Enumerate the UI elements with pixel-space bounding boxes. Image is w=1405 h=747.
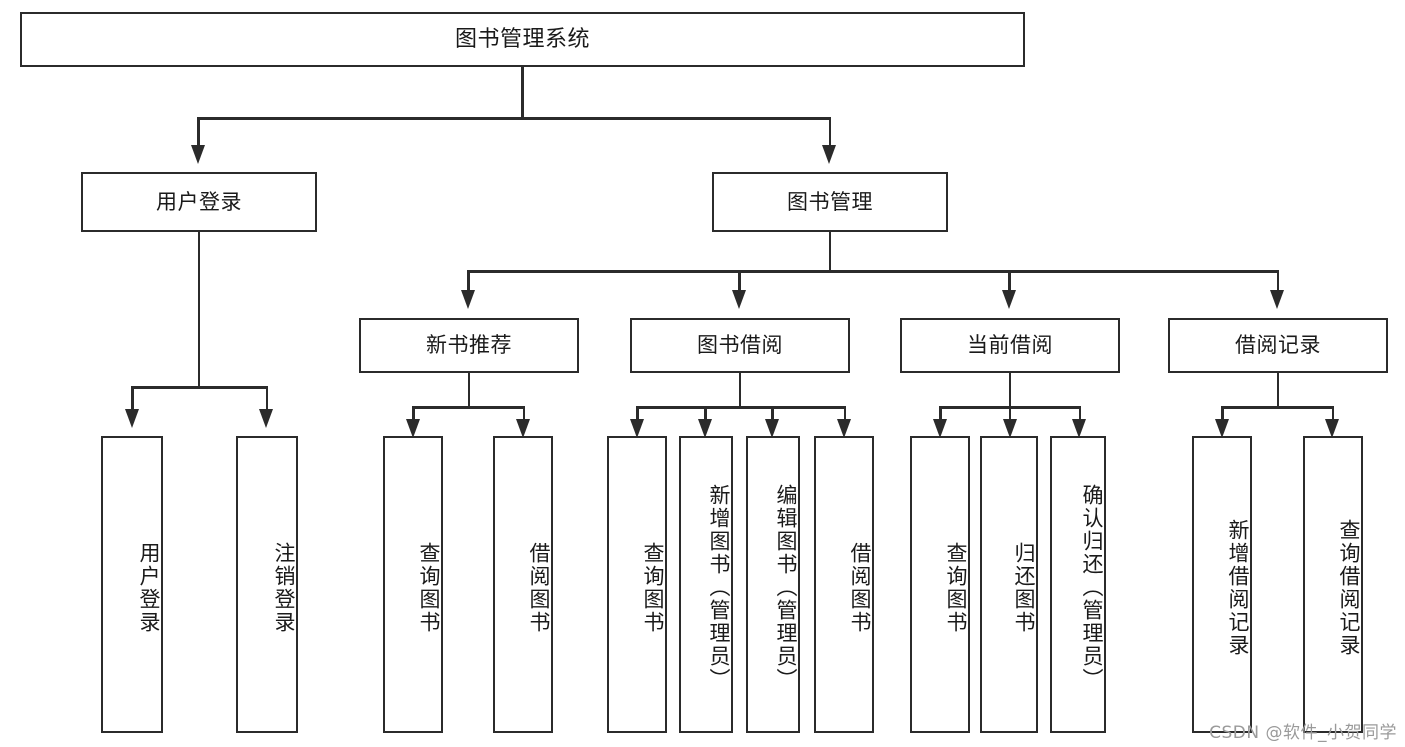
leaf-borrow-query-book-label: 查询图书 <box>641 541 665 634</box>
arrowhead-book-borrow-leaf-3 <box>764 419 779 438</box>
leaf-current-query-book[interactable]: 查询图书 <box>910 436 970 733</box>
arrowhead-book-mgmt-child-1 <box>460 290 475 309</box>
leaf-recommend-borrow-book-label: 借阅图书 <box>527 541 551 634</box>
connector-new-book-bar <box>412 406 525 409</box>
leaf-current-query-book-label: 查询图书 <box>944 541 968 634</box>
node-borrow-record[interactable]: 借阅记录 <box>1168 318 1388 373</box>
connector-book-borrow-bar <box>636 406 846 409</box>
connector-user-login-branch-2 <box>265 386 268 409</box>
arrowhead-book-borrow-leaf-1 <box>629 419 644 438</box>
connector-root-to-user-login <box>197 117 200 145</box>
connector-root-to-book-mgmt <box>828 117 831 145</box>
arrowhead-new-book-leaf-2 <box>516 419 531 438</box>
leaf-recommend-query-book[interactable]: 查询图书 <box>383 436 443 733</box>
connector-book-borrow-branch-2 <box>704 406 707 420</box>
arrowhead-current-borrow-leaf-2 <box>1002 419 1017 438</box>
leaf-borrow-borrow-book-label: 借阅图书 <box>848 541 872 634</box>
leaf-record-query-borrow-record[interactable]: 查询借阅记录 <box>1303 436 1363 733</box>
node-new-book-recommend[interactable]: 新书推荐 <box>359 318 579 373</box>
arrowhead-user-login-leaf-1 <box>124 409 139 428</box>
connector-borrow-record-branch-2 <box>1331 406 1334 420</box>
leaf-current-return-book[interactable]: 归还图书 <box>980 436 1038 733</box>
arrowhead-root-to-user-login <box>190 145 205 164</box>
connector-book-borrow-stem <box>738 373 742 408</box>
connector-current-borrow-branch-1 <box>939 406 942 420</box>
leaf-logout-login-label: 注销登录 <box>272 541 296 634</box>
arrowhead-book-mgmt-child-4 <box>1270 290 1285 309</box>
leaf-current-confirm-return-admin-label: 确认归还（管理员） <box>1080 484 1104 691</box>
leaf-borrow-query-book[interactable]: 查询图书 <box>607 436 667 733</box>
leaf-record-add-borrow-record-label: 新增借阅记录 <box>1226 518 1250 657</box>
connector-book-mgmt-branch-4 <box>1276 270 1279 290</box>
leaf-borrow-add-book-admin-label: 新增图书（管理员） <box>707 484 731 691</box>
connector-borrow-record-stem <box>1276 373 1280 408</box>
connector-user-login-stem <box>197 232 201 388</box>
arrowhead-borrow-record-leaf-2 <box>1325 419 1340 438</box>
connector-user-login-bar <box>131 386 268 389</box>
connector-root-stem <box>521 67 524 118</box>
arrowhead-borrow-record-leaf-1 <box>1214 419 1229 438</box>
connector-current-borrow-branch-2 <box>1008 406 1012 420</box>
node-user-login[interactable]: 用户登录 <box>81 172 317 232</box>
watermark-text: CSDN @软件_小贺同学 <box>1209 723 1397 743</box>
connector-book-borrow-branch-3 <box>771 406 774 420</box>
connector-borrow-record-branch-1 <box>1221 406 1224 420</box>
connector-book-mgmt-bar <box>467 270 1279 273</box>
leaf-borrow-edit-book-admin[interactable]: 编辑图书（管理员） <box>746 436 800 733</box>
leaf-record-add-borrow-record[interactable]: 新增借阅记录 <box>1192 436 1252 733</box>
leaf-user-login-label: 用户登录 <box>137 541 161 634</box>
leaf-logout-login[interactable]: 注销登录 <box>236 436 298 733</box>
leaf-current-confirm-return-admin[interactable]: 确认归还（管理员） <box>1050 436 1106 733</box>
leaf-user-login[interactable]: 用户登录 <box>101 436 163 733</box>
arrowhead-root-to-book-mgmt <box>822 145 837 164</box>
node-current-borrow[interactable]: 当前借阅 <box>900 318 1120 373</box>
leaf-current-return-book-label: 归还图书 <box>1012 541 1036 634</box>
connector-current-borrow-stem <box>1008 373 1012 408</box>
node-root-book-management-system[interactable]: 图书管理系统 <box>20 12 1025 67</box>
connector-user-login-branch-1 <box>131 386 134 409</box>
arrowhead-current-borrow-leaf-3 <box>1072 419 1087 438</box>
connector-root-bar <box>197 117 831 120</box>
node-book-management[interactable]: 图书管理 <box>712 172 948 232</box>
arrowhead-new-book-leaf-1 <box>405 419 420 438</box>
connector-new-book-branch-1 <box>412 406 415 420</box>
connector-book-borrow-branch-4 <box>843 406 846 420</box>
leaf-recommend-query-book-label: 查询图书 <box>417 541 441 634</box>
arrowhead-book-mgmt-child-2 <box>731 290 746 309</box>
connector-book-mgmt-branch-3 <box>1008 270 1011 290</box>
leaf-borrow-edit-book-admin-label: 编辑图书（管理员） <box>774 484 798 691</box>
connector-borrow-record-bar <box>1221 406 1334 409</box>
leaf-borrow-add-book-admin[interactable]: 新增图书（管理员） <box>679 436 733 733</box>
arrowhead-current-borrow-leaf-1 <box>932 419 947 438</box>
connector-book-mgmt-branch-2 <box>738 270 741 290</box>
connector-book-mgmt-stem <box>828 232 832 272</box>
arrowhead-book-borrow-leaf-2 <box>697 419 712 438</box>
connector-new-book-branch-2 <box>522 406 525 420</box>
connector-current-borrow-branch-3 <box>1078 406 1081 420</box>
leaf-borrow-borrow-book[interactable]: 借阅图书 <box>814 436 874 733</box>
connector-new-book-stem <box>467 373 471 408</box>
node-book-borrow[interactable]: 图书借阅 <box>630 318 850 373</box>
leaf-recommend-borrow-book[interactable]: 借阅图书 <box>493 436 553 733</box>
arrowhead-book-mgmt-child-3 <box>1001 290 1016 309</box>
connector-book-mgmt-branch-1 <box>467 270 470 290</box>
connector-book-borrow-branch-1 <box>636 406 639 420</box>
leaf-record-query-borrow-record-label: 查询借阅记录 <box>1337 518 1361 657</box>
arrowhead-book-borrow-leaf-4 <box>837 419 852 438</box>
arrowhead-user-login-leaf-2 <box>259 409 274 428</box>
